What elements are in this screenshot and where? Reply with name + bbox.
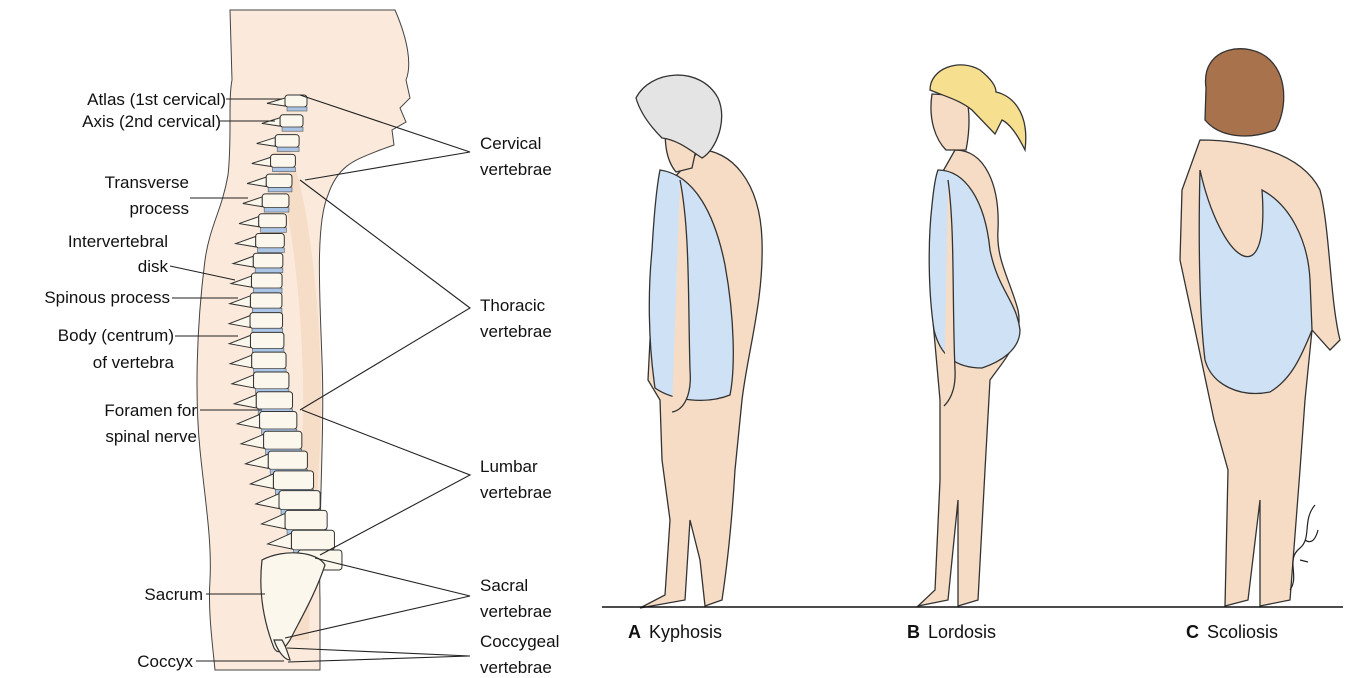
vertebra-body bbox=[250, 332, 283, 348]
caption-lordosis: B Lordosis bbox=[907, 621, 996, 643]
caption-scoliosis: C Scoliosis bbox=[1186, 621, 1278, 643]
label-thoracic-1: Thoracic bbox=[480, 295, 545, 316]
intervertebral-disk bbox=[268, 188, 292, 192]
label-coccyx: Coccyx bbox=[137, 651, 193, 672]
label-cervical-1: Cervical bbox=[480, 133, 541, 154]
vertebra-body bbox=[253, 253, 283, 268]
label-lumbar-1: Lumbar bbox=[480, 456, 538, 477]
vertebra-body bbox=[256, 392, 292, 409]
label-sacrum: Sacrum bbox=[144, 584, 203, 605]
label-sacral-1: Sacral bbox=[480, 575, 528, 596]
vertebra-body bbox=[266, 174, 292, 187]
vertebra-body bbox=[275, 135, 299, 148]
vertebra-body bbox=[291, 530, 334, 550]
intervertebral-disk bbox=[253, 288, 282, 293]
label-body-1: Body (centrum) bbox=[58, 325, 174, 346]
vertebra-body bbox=[268, 451, 307, 469]
vertebra-body bbox=[273, 471, 313, 490]
intervertebral-disk bbox=[287, 107, 307, 111]
vertebra-body bbox=[260, 412, 297, 430]
caption-text-b: Lordosis bbox=[928, 622, 996, 642]
intervertebral-disk bbox=[255, 268, 283, 273]
vertebra-body bbox=[262, 194, 289, 208]
vertebra-body bbox=[256, 233, 285, 247]
vertebra-body bbox=[254, 372, 289, 389]
label-coccygeal-1: Coccygeal bbox=[480, 631, 559, 652]
label-transverse-1: Transverse bbox=[105, 172, 189, 193]
label-spinous: Spinous process bbox=[44, 287, 170, 308]
intervertebral-disk bbox=[282, 127, 303, 131]
vertebra-body bbox=[264, 431, 302, 449]
vertebra-body bbox=[251, 273, 282, 288]
caption-letter-a: A bbox=[628, 622, 641, 642]
lordosis-figure bbox=[918, 65, 1026, 606]
label-foramen-1: Foramen for bbox=[104, 400, 197, 421]
vertebra-body bbox=[259, 214, 287, 228]
label-atlas: Atlas (1st cervical) bbox=[87, 89, 226, 110]
label-intervertebral-1: Intervertebral bbox=[68, 231, 168, 252]
label-intervertebral-2: disk bbox=[138, 256, 168, 277]
vertebra-body bbox=[252, 352, 286, 369]
intervertebral-disk bbox=[264, 208, 289, 212]
caption-letter-c: C bbox=[1186, 622, 1199, 642]
caption-text-a: Kyphosis bbox=[649, 622, 722, 642]
caption-kyphosis: A Kyphosis bbox=[628, 621, 722, 643]
kyphosis-figure bbox=[636, 75, 762, 608]
label-thoracic-2: vertebrae bbox=[480, 321, 552, 342]
label-body-2: of vertebra bbox=[93, 352, 174, 373]
scoliosis-figure bbox=[1180, 49, 1340, 606]
label-foramen-2: spinal nerve bbox=[105, 426, 197, 447]
intervertebral-disk bbox=[261, 228, 287, 233]
intervertebral-disk bbox=[273, 167, 296, 171]
caption-text-c: Scoliosis bbox=[1207, 622, 1278, 642]
label-sacral-2: vertebrae bbox=[480, 601, 552, 622]
caption-letter-b: B bbox=[907, 622, 920, 642]
vertebra-body bbox=[250, 313, 283, 329]
vertebra-body bbox=[279, 491, 320, 510]
vertebra-body bbox=[285, 510, 327, 529]
label-lumbar-2: vertebrae bbox=[480, 482, 552, 503]
label-axis: Axis (2nd cervical) bbox=[82, 111, 221, 132]
label-coccygeal-2: vertebrae bbox=[480, 657, 552, 678]
label-transverse-2: process bbox=[129, 198, 189, 219]
intervertebral-disk bbox=[258, 248, 285, 253]
vertebra-body bbox=[250, 293, 282, 308]
vertebra-body bbox=[271, 154, 296, 167]
vertebra-body bbox=[280, 115, 303, 127]
intervertebral-disk bbox=[277, 147, 299, 151]
label-cervical-2: vertebrae bbox=[480, 159, 552, 180]
